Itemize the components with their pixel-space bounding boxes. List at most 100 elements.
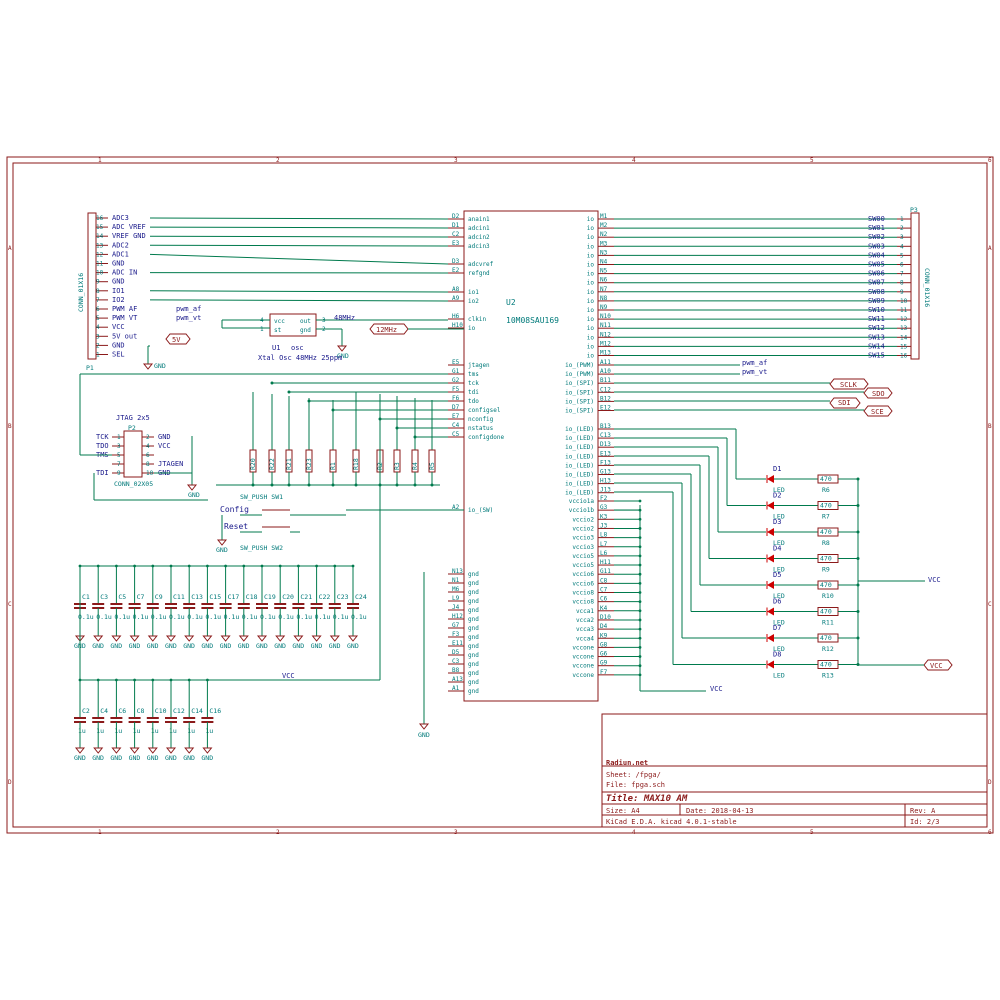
cap-gnd-label: GND xyxy=(347,642,359,650)
u2-pin-name: io xyxy=(587,243,595,250)
led-ref: D6 xyxy=(773,598,781,606)
pullup-ref: R18 xyxy=(352,458,360,470)
cap-gnd-label: GND xyxy=(311,642,323,650)
p1-pin-net: ADC3 xyxy=(112,214,129,222)
p1-pin-num: 1 xyxy=(96,352,100,359)
col-label: 5 xyxy=(810,157,814,164)
u2-pin-name: gnd xyxy=(468,661,479,668)
cap-value: 1u xyxy=(205,727,213,735)
u2-pin-name: vccio1b xyxy=(569,507,595,514)
cap-ref: C12 xyxy=(173,707,185,715)
p3-pin-net: SW09 xyxy=(868,297,885,305)
u2-pin-num: M12 xyxy=(600,340,611,347)
cap-gnd-label: GND xyxy=(201,642,213,650)
p1-gnd-symbol: GND xyxy=(142,346,166,370)
u2-pin-name: vccio1a xyxy=(569,498,595,505)
p1-pin-num: 10 xyxy=(96,270,104,277)
p3-pin-net: SW01 xyxy=(868,224,885,232)
cap-value: 0.1u xyxy=(296,613,312,621)
u2-pin-num: N13 xyxy=(452,568,463,575)
cap-gnd-label: GND xyxy=(274,642,286,650)
cap-value: 0.1u xyxy=(242,613,258,621)
led-resistor-ref: R7 xyxy=(822,513,830,521)
u2-pin-name: gnd xyxy=(468,688,479,695)
jtag-pin-net: GND xyxy=(158,433,171,441)
u2-pin-name: refgnd xyxy=(468,270,490,277)
u2-pin-name: gnd xyxy=(468,643,479,650)
svg-text:GND: GND xyxy=(337,352,349,360)
u2-pin-name: io xyxy=(587,252,595,259)
svg-text:st: st xyxy=(274,327,282,334)
led-resistor-ref: R13 xyxy=(822,672,834,680)
led-resistor-ref: R12 xyxy=(822,645,834,653)
p1-to-u2-wire xyxy=(149,217,449,220)
cap-value: 1u xyxy=(114,727,122,735)
jtag-pin-num: 8 xyxy=(146,461,150,468)
u2-pin-num: C4 xyxy=(452,422,460,429)
u2-pin-name: nconfig xyxy=(468,416,494,423)
u2-pin-name: gnd xyxy=(468,652,479,659)
led-resistor-ref: R10 xyxy=(822,592,834,600)
cap-value: 0.1u xyxy=(169,613,185,621)
led-type: LED xyxy=(773,592,785,600)
cap-gnd-label: GND xyxy=(183,754,195,762)
p3-pin-net: SW05 xyxy=(868,261,885,269)
u2-pin-num: C6 xyxy=(600,596,608,603)
svg-text:SDI: SDI xyxy=(838,399,851,407)
u2-pin-name: vcca4 xyxy=(576,635,594,642)
p3-pin-net: SW03 xyxy=(868,242,885,250)
u2-gnd-bus: GND xyxy=(418,572,430,739)
col-label: 6 xyxy=(988,157,992,164)
led-type: LED xyxy=(773,645,785,653)
u2-pin-name: tdo xyxy=(468,398,479,405)
p1-pin-net: VREF GND xyxy=(112,232,146,240)
u2-pin-name: gnd xyxy=(468,616,479,623)
led-resistor-value: 470 xyxy=(820,475,832,483)
u2-pin-name: vccio6 xyxy=(572,580,594,587)
col-label: 3 xyxy=(454,157,458,164)
cap-ref: C18 xyxy=(246,593,258,601)
u2-pin-num: A10 xyxy=(600,368,611,375)
u2-pin-num: K9 xyxy=(600,632,608,639)
svg-text:VCC: VCC xyxy=(930,662,943,670)
jtag-value: CONN_02X05 xyxy=(114,480,153,488)
u2-pin-name: vcca3 xyxy=(576,626,594,633)
col-label: 4 xyxy=(632,157,636,164)
cap-gnd-label: GND xyxy=(220,642,232,650)
jtag-pin-num: 10 xyxy=(146,470,154,477)
cap-ref: C2 xyxy=(82,707,90,715)
led-resistor-ref: R9 xyxy=(822,566,830,574)
cap-gnd-label: GND xyxy=(238,642,250,650)
p3-pin-net: SW08 xyxy=(868,288,885,296)
u2-pin-num: M6 xyxy=(452,586,460,593)
u2-pin-num: H10 xyxy=(452,322,463,329)
u2-pin-num: M3 xyxy=(600,240,608,247)
cap-ref: C10 xyxy=(155,707,167,715)
u2-pin-name: vccio5 xyxy=(572,553,594,560)
cap-ref: C21 xyxy=(300,593,312,601)
cap-ref: C8 xyxy=(137,707,145,715)
p1-pin-num: 16 xyxy=(96,215,104,222)
p1-pin-num: 7 xyxy=(96,297,100,304)
cap-ref: C9 xyxy=(155,593,163,601)
u2-pin-name: io xyxy=(587,271,595,278)
p1-pin-num: 12 xyxy=(96,251,104,258)
u2-pin-num: A9 xyxy=(452,295,460,302)
p3-pins: 1SW002SW013SW024SW035SW046SW057SW068SW07… xyxy=(868,215,911,360)
u2-pin-name: io xyxy=(587,307,595,314)
jtag-pin-net: VCC xyxy=(158,442,171,450)
svg-text:out: out xyxy=(300,318,311,325)
u2-pin-name: io_(LED) xyxy=(565,426,594,433)
led-resistor-ref: R6 xyxy=(822,486,830,494)
jtag-pin-num: 5 xyxy=(117,452,121,459)
u2-pin-num: N10 xyxy=(600,313,611,320)
u2-pin-name: vccio8 xyxy=(572,599,594,606)
u2-pin-num: H12 xyxy=(452,613,463,620)
u2-pin-name: io xyxy=(468,325,476,332)
led-ref: D4 xyxy=(773,545,781,553)
u2-pin-name: adcvref xyxy=(468,261,494,268)
svg-text:12MHz: 12MHz xyxy=(376,326,397,334)
p3-pin-num: 10 xyxy=(900,298,908,305)
col-label: 2 xyxy=(276,157,280,164)
row-label: D xyxy=(8,779,12,786)
